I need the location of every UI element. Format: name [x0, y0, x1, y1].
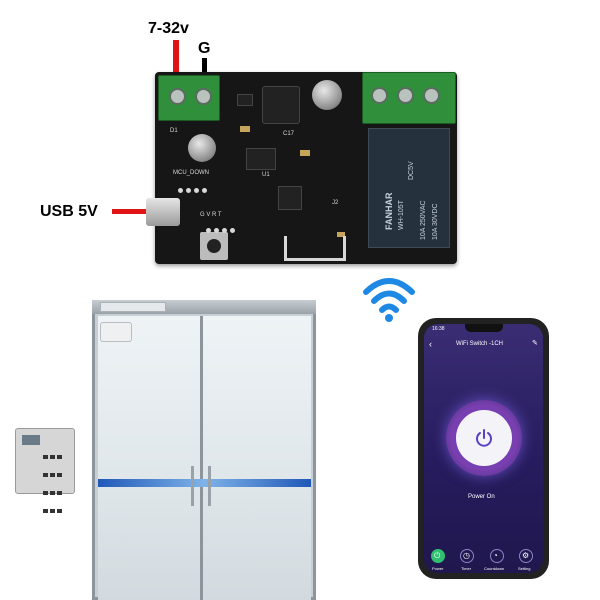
smd-resistor: [300, 150, 310, 156]
capacitor: [312, 80, 342, 110]
regulator-chip: [246, 148, 276, 170]
relay-spec-1: 10A 250VAC: [420, 200, 427, 240]
tab-countdown-button[interactable]: [490, 549, 504, 563]
smd-resistor: [240, 126, 250, 132]
tab-timer-button[interactable]: [460, 549, 474, 563]
magnetic-lock: [100, 302, 166, 312]
header-pins: [178, 180, 222, 193]
reset-button[interactable]: [207, 239, 221, 253]
keypad-keys: [42, 447, 70, 519]
gear-icon: ⚙: [522, 551, 530, 560]
uart-pins: [206, 220, 250, 233]
relay-spec-2: 10A 30VDC: [432, 203, 439, 240]
silk-j2: J2: [332, 200, 339, 206]
door-right-pane: [203, 316, 311, 600]
tab-timer-label: Timer: [461, 566, 472, 571]
door-sensor: [100, 322, 132, 342]
ground-label: G: [198, 40, 211, 57]
power-icon: ⏻: [434, 551, 441, 560]
tab-setting-label: Setting: [518, 566, 531, 571]
back-icon[interactable]: ‹: [429, 339, 432, 349]
relay-model: WH-105T: [398, 200, 405, 230]
tab-setting-button[interactable]: [519, 549, 533, 563]
positive-wire: [173, 40, 179, 102]
capacitor: [188, 134, 216, 162]
edit-icon[interactable]: ✎: [532, 340, 538, 347]
status-time: 16:38: [432, 326, 445, 332]
screw-icon: [397, 87, 414, 104]
silk-u1: U1: [262, 172, 270, 178]
screw-icon: [195, 88, 212, 105]
door-handle-left[interactable]: [191, 466, 194, 506]
clock-icon: ◷: [463, 551, 470, 560]
relay-rating: DC5V: [408, 161, 415, 180]
door-handle-right[interactable]: [208, 466, 211, 506]
tab-power-label: Power: [432, 566, 444, 571]
power-icon: [474, 428, 494, 448]
tab-countdown-label: Countdown: [484, 566, 505, 571]
usb-wire: [112, 209, 148, 214]
keypad-display: [22, 435, 40, 445]
phone-notch: [465, 324, 503, 332]
door-left-pane: [98, 316, 200, 600]
access-keypad: [15, 428, 75, 513]
pcb-antenna: [284, 236, 346, 261]
small-chip: [237, 94, 253, 106]
device-title: WiFi Switch -1CH: [456, 341, 504, 347]
mcu-chip: [278, 186, 302, 210]
screw-icon: [423, 87, 440, 104]
inductor: [262, 86, 300, 124]
door-stripe: [98, 479, 311, 487]
door-divider: [200, 316, 203, 600]
power-status-text: Power On: [468, 494, 495, 500]
tab-power-button[interactable]: [431, 549, 445, 563]
silk-mcu: MCU_DOWN: [173, 170, 209, 176]
countdown-icon: ◔: [493, 551, 498, 560]
silk-d1: D1: [170, 128, 178, 134]
screw-icon: [169, 88, 186, 105]
screw-icon: [371, 87, 388, 104]
smd-resistor: [337, 232, 345, 237]
voltage-label: 7-32v: [148, 20, 189, 37]
silk-c17: C17: [283, 131, 295, 137]
wifi-icon: [362, 274, 416, 324]
relay: [368, 128, 450, 248]
usb-port: [146, 198, 180, 226]
silk-pins: G V R T: [200, 212, 222, 218]
relay-brand: FANHAR: [384, 192, 394, 231]
usb-label: USB 5V: [40, 203, 98, 220]
